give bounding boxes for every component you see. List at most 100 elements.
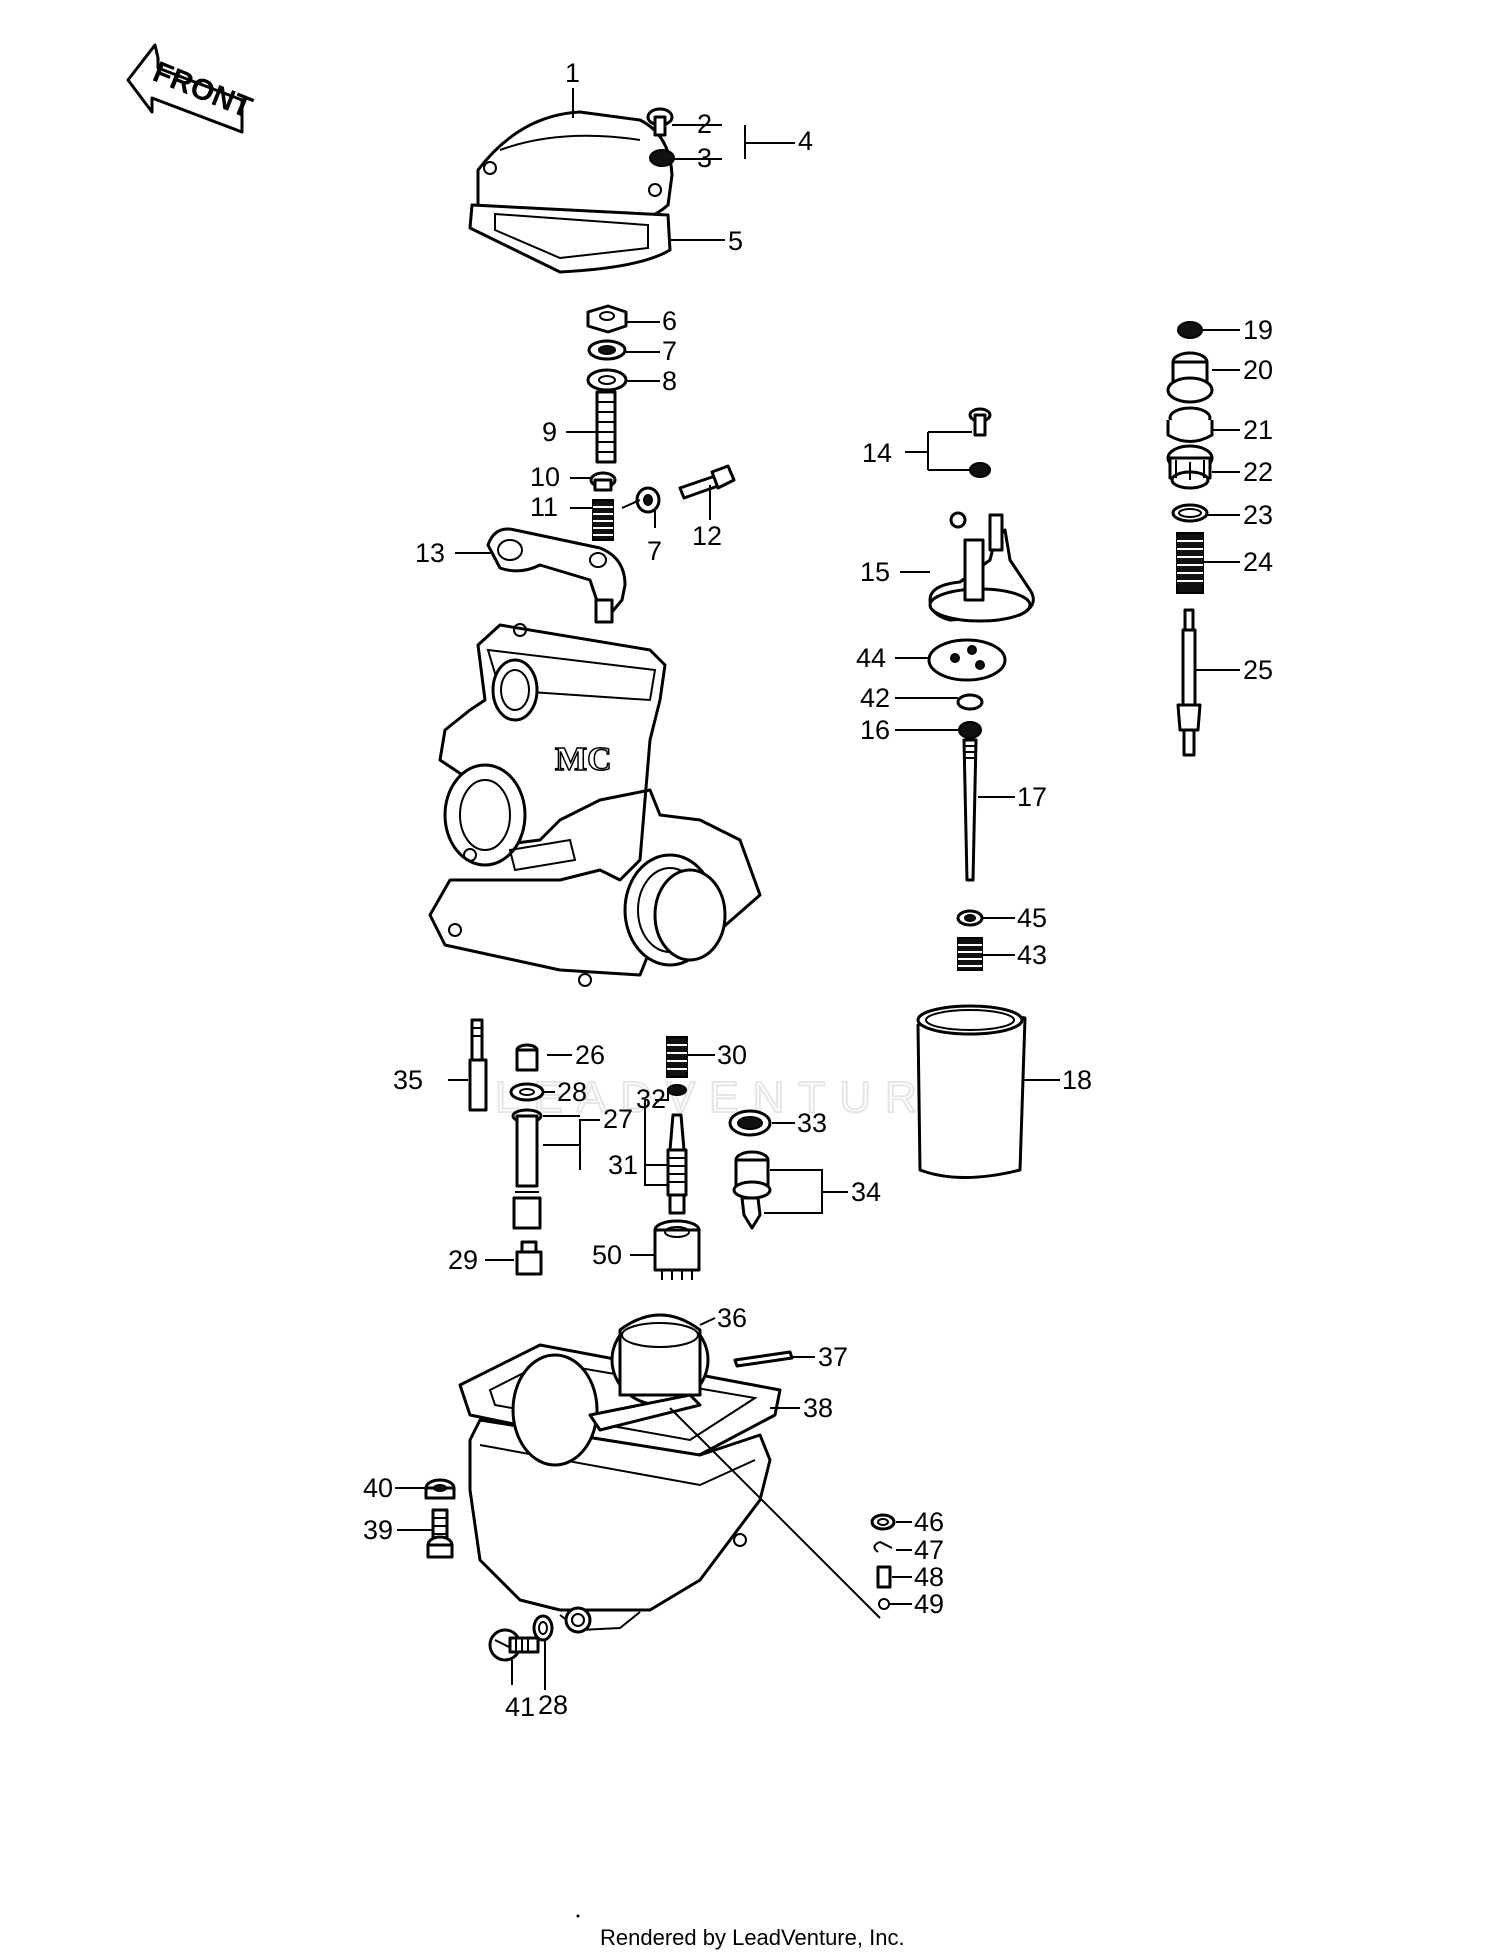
part-label: 35 <box>393 1065 423 1095</box>
part-label: 13 <box>415 538 445 568</box>
part-label: 18 <box>1062 1065 1092 1095</box>
holder-part <box>653 1219 701 1280</box>
cap-part <box>1166 406 1214 443</box>
part-label: 40 <box>363 1473 393 1503</box>
bolt-part <box>678 464 736 500</box>
seat-part <box>667 1084 687 1096</box>
part-label: 31 <box>608 1150 638 1180</box>
part-label: 49 <box>914 1589 944 1619</box>
starter-plunger-part <box>1176 608 1202 757</box>
ball-part <box>878 1598 890 1610</box>
washer-part <box>587 339 627 361</box>
part-label: 2 <box>697 109 712 139</box>
cap-part <box>515 1043 539 1072</box>
part-label: 7 <box>647 536 662 566</box>
cap-part <box>1177 321 1203 339</box>
spring-part <box>592 499 614 541</box>
gasket-part <box>468 203 672 274</box>
part-label: 7 <box>662 336 677 366</box>
pilot-jet-part <box>468 1018 488 1112</box>
screw-part <box>646 107 674 137</box>
part-label: 12 <box>692 521 722 551</box>
spring-part <box>957 937 983 971</box>
float-part <box>511 1313 710 1467</box>
part-label: 34 <box>851 1177 881 1207</box>
valve-seat-part <box>732 1150 772 1200</box>
part-label: 39 <box>363 1515 393 1545</box>
lock-washer-part <box>969 462 991 478</box>
part-label: 17 <box>1017 782 1047 812</box>
needle-jet-part <box>511 1108 543 1230</box>
part-label: 47 <box>914 1535 944 1565</box>
part-label: 16 <box>860 715 890 745</box>
float-pin-part <box>733 1350 794 1368</box>
clip-part <box>958 721 982 739</box>
part-label: 28 <box>538 1690 568 1720</box>
drain-plug-part <box>488 1628 540 1662</box>
lever-arm-part <box>486 527 627 624</box>
nut-part <box>1166 444 1214 490</box>
part-label: 25 <box>1243 655 1273 685</box>
footer-credit: Rendered by LeadVenture, Inc. <box>600 1925 905 1950</box>
part-label: 46 <box>914 1507 944 1537</box>
throttle-slide-part <box>916 1004 1027 1179</box>
lock-washer-part <box>649 149 675 167</box>
part-labels: 1 2 3 4 5 6 7 8 9 10 11 7 12 13 14 15 16… <box>363 58 1273 1722</box>
spring-part <box>666 1036 688 1078</box>
washer-part <box>586 368 628 392</box>
front-arrow-icon: FRONT <box>126 43 257 134</box>
part-label: 20 <box>1243 355 1273 385</box>
part-label: 27 <box>603 1104 633 1134</box>
part-label: 10 <box>530 462 560 492</box>
part-label: 22 <box>1243 457 1273 487</box>
watermark: LEADVENTURE <box>495 1073 974 1122</box>
air-screw-part <box>666 1113 688 1215</box>
washer-part <box>956 909 984 927</box>
o-ring-part <box>870 1513 896 1531</box>
part-label: 36 <box>717 1303 747 1333</box>
washer-part <box>532 1614 554 1642</box>
cap-part <box>1166 351 1214 404</box>
part-label: 33 <box>797 1108 827 1138</box>
part-label: 41 <box>505 1692 535 1722</box>
part-label: 6 <box>662 306 677 336</box>
part-label: 11 <box>530 492 558 522</box>
part-label: 1 <box>565 58 580 88</box>
clip-part <box>956 693 984 711</box>
part-label: 8 <box>662 366 677 396</box>
o-ring-part <box>1171 503 1209 523</box>
clip-part <box>873 1540 893 1553</box>
part-label: 28 <box>557 1077 587 1107</box>
part-label: 38 <box>803 1393 833 1423</box>
stud-part <box>595 390 617 464</box>
screw-part <box>426 1508 454 1559</box>
part-label: 42 <box>860 683 890 713</box>
pin-part <box>876 1565 892 1589</box>
part-label: 29 <box>448 1245 478 1275</box>
washer-part <box>635 486 661 514</box>
part-label: 14 <box>862 438 892 468</box>
needle-holder-part <box>928 511 1035 623</box>
part-label: 9 <box>542 417 557 447</box>
spring-part <box>1176 532 1204 594</box>
cap-part <box>589 471 617 492</box>
washer-part <box>728 1109 772 1137</box>
leader-lines <box>395 88 1240 1690</box>
carburetor-body-part: MC <box>428 623 762 987</box>
part-label: 30 <box>717 1040 747 1070</box>
part-label: 45 <box>1017 903 1047 933</box>
part-label: 24 <box>1243 547 1273 577</box>
part-label: 15 <box>860 557 890 587</box>
part-label: 23 <box>1243 500 1273 530</box>
washer-part <box>509 1082 545 1102</box>
part-label: 19 <box>1243 315 1273 345</box>
screw-part <box>968 407 992 437</box>
part-label: 43 <box>1017 940 1047 970</box>
svg-text:MC: MC <box>555 741 612 778</box>
part-label: 48 <box>914 1562 944 1592</box>
main-jet-part <box>515 1240 543 1276</box>
part-label: 26 <box>575 1040 605 1070</box>
nut-part <box>586 304 628 334</box>
part-label: 44 <box>856 643 886 673</box>
